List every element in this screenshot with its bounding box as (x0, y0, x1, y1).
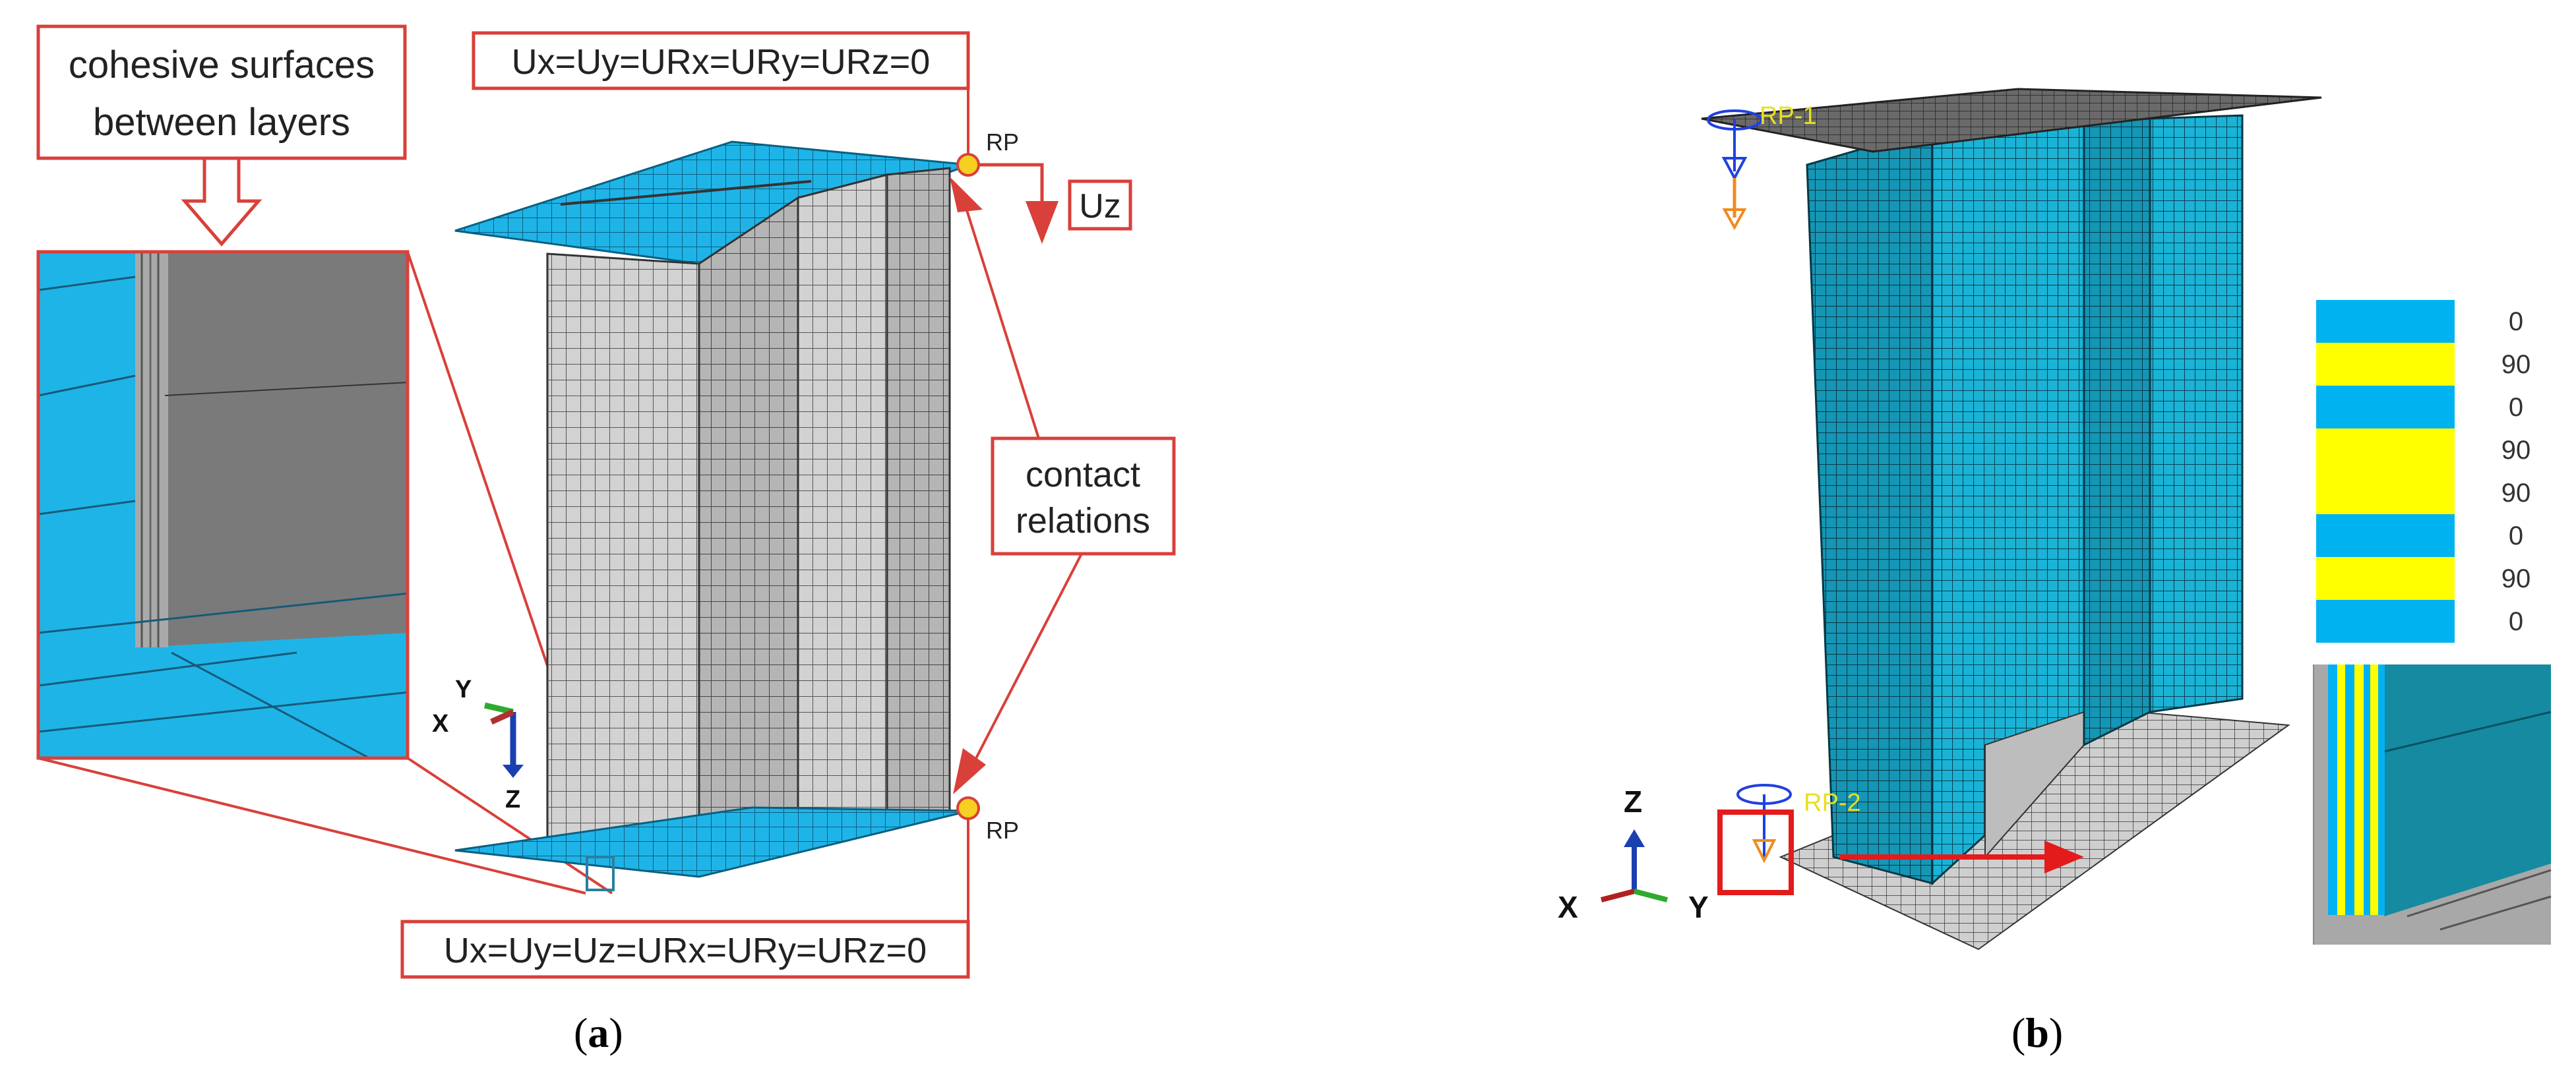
ply-angle-label: 90 (2501, 564, 2531, 593)
ply-angle-label: 0 (2509, 307, 2523, 336)
zoom-inset-b (2313, 664, 2552, 945)
cohesive-callout-line1: cohesive surfaces (69, 44, 375, 86)
stiffener-web-front (546, 252, 700, 852)
ply-band (2316, 600, 2455, 643)
panel-label-a: (a) (574, 1009, 623, 1056)
ply-angle-label: 90 (2501, 479, 2531, 508)
ply-band (2316, 300, 2455, 343)
bottom-plate (454, 806, 970, 878)
axis-a-y: Y (455, 676, 472, 703)
ply-band (2316, 471, 2455, 514)
top-bc-callout: Ux=Uy=URx=URy=URz=0 (472, 31, 970, 158)
zoom-region-marker (586, 856, 615, 891)
bottom-bc-callout: Ux=Uy=Uz=URx=URy=URz=0 (400, 819, 970, 979)
ply-angle-label: 90 (2501, 350, 2531, 379)
panel-b: RP-1 RP-2 Z X Y 0 90 0 90 90 0 90 0 (1558, 88, 2552, 951)
hollow-down-arrow-icon (181, 156, 262, 247)
stiffener-flange (797, 173, 888, 825)
rp-top-label: RP (986, 129, 1019, 156)
top-plate-b (1701, 88, 2322, 153)
rp1-marker: RP-1 (1707, 102, 1817, 231)
ply-band (2316, 428, 2455, 471)
contact-line1: contact (1026, 455, 1140, 494)
cohesive-callout: cohesive surfaces between layers (36, 24, 407, 247)
ply-band (2316, 343, 2455, 386)
axis-b-y: Y (1688, 890, 1709, 924)
axis-triad-a: Y X Z (432, 676, 524, 813)
arrow-down-left-icon (953, 748, 986, 794)
arrow-up-left-icon (950, 177, 983, 212)
ply-angle-label: 0 (2509, 521, 2523, 550)
reference-point-top (956, 153, 980, 177)
uz-label: Uz (1079, 187, 1121, 225)
stiffener-flange-side (886, 167, 951, 819)
load-uz: Uz (979, 163, 1132, 244)
axis-a-x: X (432, 710, 449, 738)
axis-b-z: Z (1624, 784, 1642, 819)
stiffener-flange-b (2083, 117, 2151, 747)
ply-angle-label: 0 (2509, 393, 2523, 422)
rp1-label: RP-1 (1760, 102, 1817, 130)
top-bc-text: Ux=Uy=URx=URy=URz=0 (512, 42, 931, 82)
rp2-marker: RP-2 (1717, 784, 2084, 895)
rp-bottom-label: RP (986, 817, 1019, 844)
zoom-box-b (1717, 810, 1794, 895)
contact-line2: relations (1016, 501, 1150, 541)
panel-label-b: (b) (2011, 1009, 2064, 1056)
ply-band (2316, 514, 2455, 557)
stiffener-web-side (698, 196, 799, 832)
panel-a: cohesive surfaces between layers (36, 24, 1176, 979)
ply-angle-label: 0 (2509, 607, 2523, 636)
rp2-label: RP-2 (1804, 789, 1861, 817)
bottom-bc-text: Ux=Uy=Uz=URx=URy=URz=0 (444, 931, 927, 970)
layup-stack: 0 90 0 90 90 0 90 0 (2316, 300, 2530, 643)
ply-band (2316, 386, 2455, 428)
ply-band (2316, 557, 2455, 600)
right-arrow-icon (2044, 840, 2084, 873)
down-arrow-icon (1026, 201, 1058, 244)
axis-a-z: Z (505, 786, 520, 813)
contact-callout: contact relations (950, 177, 1176, 794)
cohesive-callout-line2: between layers (93, 101, 350, 144)
axis-b-x: X (1558, 890, 1578, 924)
stiffener-web-b (1806, 127, 1934, 885)
zoom-inset (36, 250, 613, 895)
axis-triad-b: Z X Y (1558, 784, 1709, 924)
ply-angle-label: 90 (2501, 436, 2531, 465)
reference-point-bottom (956, 796, 980, 820)
